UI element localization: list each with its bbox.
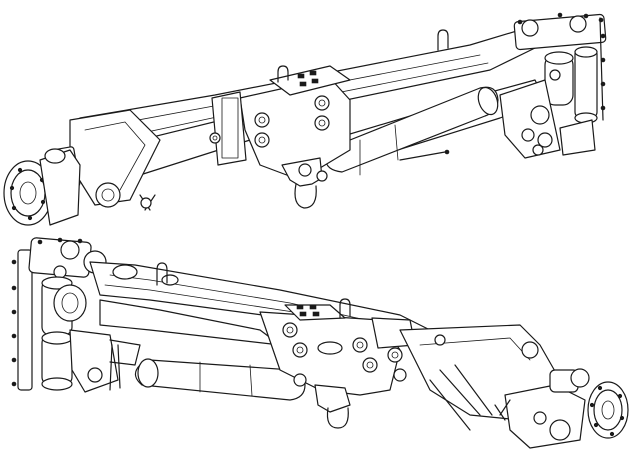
top-plate-bolts-2 bbox=[296, 304, 320, 317]
lifting-eye-2 bbox=[437, 29, 449, 51]
hydraulic-cylinder bbox=[325, 86, 499, 173]
hanging-clevis-2 bbox=[314, 384, 351, 413]
left-knuckle-assembly bbox=[11, 237, 119, 393]
right-knuckle-assembly bbox=[499, 12, 607, 159]
center-top-plate bbox=[269, 65, 351, 96]
axle-assembly-view-1 bbox=[3, 12, 607, 226]
center-bolt-circles-2 bbox=[282, 322, 407, 382]
lifting-eye-1 bbox=[277, 65, 289, 83]
mount-rail-plate bbox=[211, 91, 247, 166]
lifting-eye-3 bbox=[156, 262, 168, 286]
axle-assembly-view-2 bbox=[11, 237, 629, 449]
right-wheel-hub-flange bbox=[494, 368, 629, 449]
lifting-eye-4 bbox=[339, 298, 351, 319]
left-wheel-hub-flange bbox=[3, 148, 81, 226]
center-bolt-circles bbox=[209, 95, 330, 148]
top-plate-bolts bbox=[297, 70, 319, 87]
